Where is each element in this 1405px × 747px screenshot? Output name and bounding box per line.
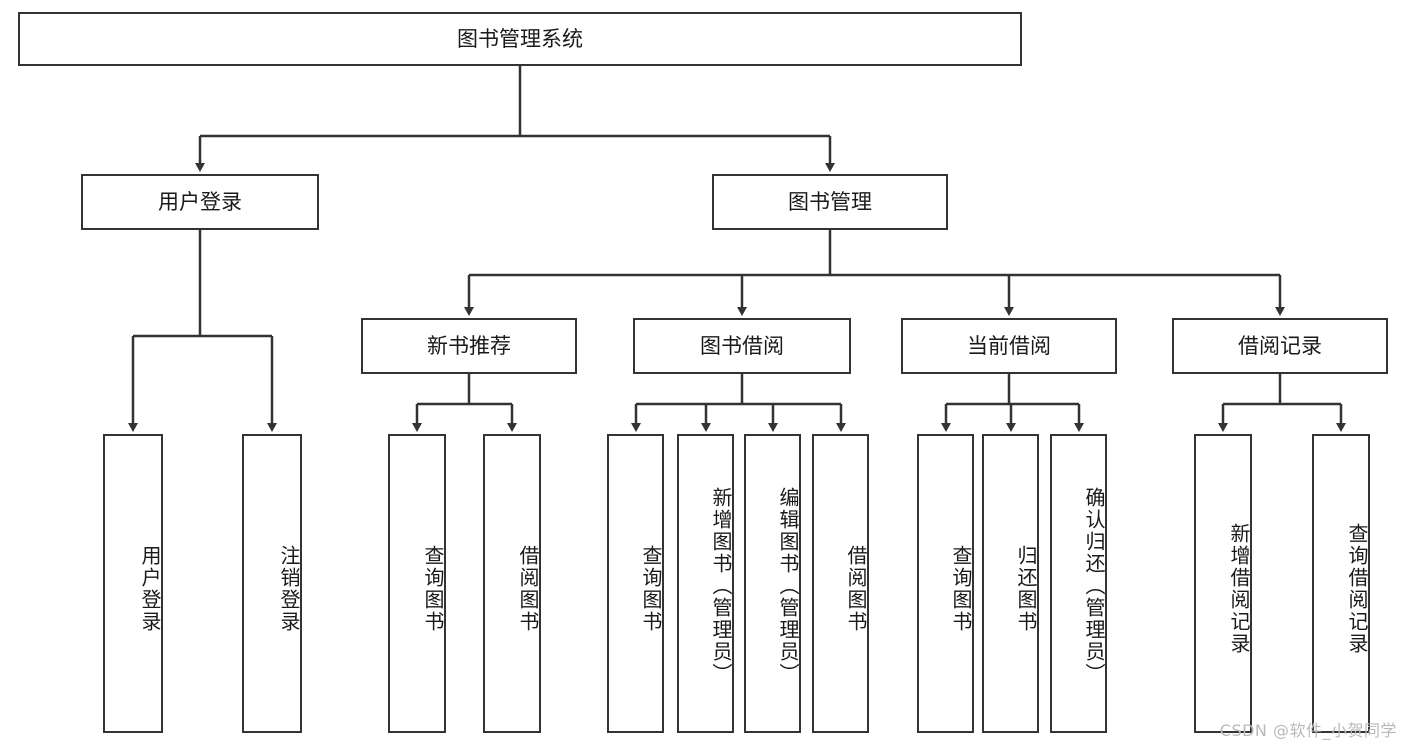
leaf-br-query-record[interactable]: 查询借阅记录 [1312,434,1370,733]
leaf-rec-borrow-book[interactable]: 借阅图书 [483,434,541,733]
node-book-borrowing-label: 图书借阅 [700,333,784,358]
node-user-login-label: 用户登录 [158,189,242,214]
leaf-bb-edit-book[interactable]: 编辑图书（管理员） [744,434,801,733]
leaf-bb-query-book[interactable]: 查询图书 [607,434,664,733]
node-user-login[interactable]: 用户登录 [81,174,319,230]
leaf-logout-label: 注销登录 [277,544,301,633]
leaf-cb-return-book[interactable]: 归还图书 [982,434,1039,733]
node-book-management[interactable]: 图书管理 [712,174,948,230]
leaf-br-query-record-label: 查询借阅记录 [1345,522,1369,655]
node-borrowing-record[interactable]: 借阅记录 [1172,318,1388,374]
leaf-user-login[interactable]: 用户登录 [103,434,163,733]
leaf-user-login-label: 用户登录 [138,544,162,633]
leaf-cb-return-book-label: 归还图书 [1014,544,1038,633]
leaf-bb-borrow-book-label: 借阅图书 [844,544,868,633]
leaf-br-add-record-label: 新增借阅记录 [1227,522,1251,655]
leaf-rec-query-book[interactable]: 查询图书 [388,434,446,733]
leaf-cb-query-book[interactable]: 查询图书 [917,434,974,733]
node-borrowing-record-label: 借阅记录 [1238,333,1322,358]
leaf-rec-borrow-book-label: 借阅图书 [516,544,540,633]
leaf-logout[interactable]: 注销登录 [242,434,302,733]
node-book-management-label: 图书管理 [788,189,872,214]
leaf-br-add-record[interactable]: 新增借阅记录 [1194,434,1252,733]
node-root[interactable]: 图书管理系统 [18,12,1022,66]
leaf-cb-confirm-return-label: 确认归还（管理员） [1082,486,1106,685]
node-book-borrowing[interactable]: 图书借阅 [633,318,851,374]
node-new-book-recommendation-label: 新书推荐 [427,333,511,358]
leaf-cb-confirm-return[interactable]: 确认归还（管理员） [1050,434,1107,733]
leaf-bb-edit-book-label: 编辑图书（管理员） [776,486,800,685]
node-new-book-recommendation[interactable]: 新书推荐 [361,318,577,374]
leaf-rec-query-book-label: 查询图书 [421,544,445,633]
node-current-borrowing-label: 当前借阅 [967,333,1051,358]
node-root-label: 图书管理系统 [457,26,583,51]
leaf-bb-add-book[interactable]: 新增图书（管理员） [677,434,734,733]
leaf-bb-query-book-label: 查询图书 [639,544,663,633]
leaf-cb-query-book-label: 查询图书 [949,544,973,633]
leaf-bb-add-book-label: 新增图书（管理员） [709,486,733,685]
node-current-borrowing[interactable]: 当前借阅 [901,318,1117,374]
leaf-bb-borrow-book[interactable]: 借阅图书 [812,434,869,733]
